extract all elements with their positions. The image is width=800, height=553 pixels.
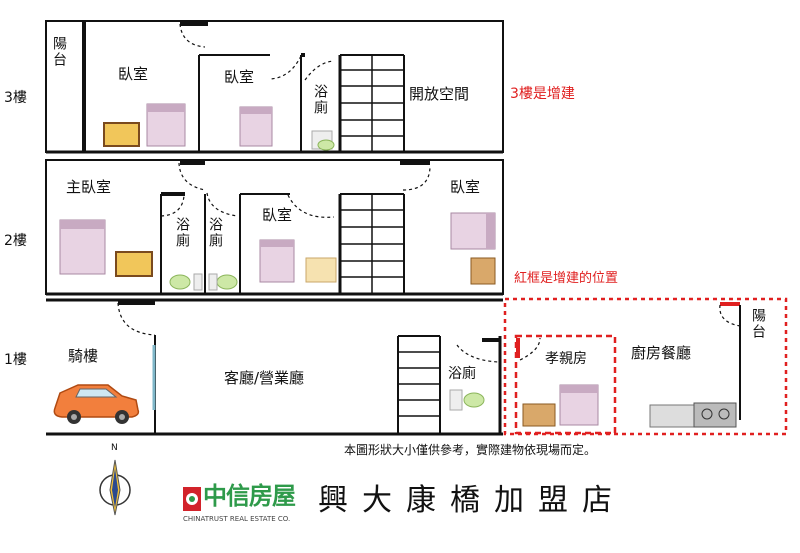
f3-added-note: 3樓是增建 <box>510 86 575 102</box>
f2-bedroom-mid-label: 臥室 <box>262 206 293 224</box>
f2-stairs <box>340 194 404 294</box>
f1-balcony-label: 陽台 <box>750 308 766 340</box>
brand-logo <box>183 487 201 511</box>
f2-bedroom-right-label: 臥室 <box>450 178 481 196</box>
f2-bath-a-label: 浴廁 <box>174 217 190 249</box>
f3-stairs <box>340 55 404 152</box>
f1-furniture <box>53 384 737 428</box>
f3-open-space-label: 開放空間 <box>409 85 470 103</box>
f1-stairs <box>398 351 440 417</box>
f2-bath-b-label: 浴廁 <box>207 217 223 249</box>
floor-2 <box>45 159 504 296</box>
compass-north-label: N <box>111 443 118 453</box>
floor-label-1: 1樓 <box>4 352 27 368</box>
red-frame-note: 紅框是增建的位置 <box>514 271 619 286</box>
f3-bedroom-left-label: 臥室 <box>118 65 149 83</box>
f1-bath-label: 浴廁 <box>448 366 476 382</box>
f1-parent-room-label: 孝親房 <box>545 351 587 367</box>
f1-arcade-label: 騎樓 <box>68 347 99 365</box>
red-addition-frame <box>503 297 788 436</box>
f3-bath-label: 浴廁 <box>312 84 328 116</box>
floor-label-2: 2樓 <box>4 233 27 249</box>
floor-1 <box>46 298 503 436</box>
compass-icon <box>99 459 131 516</box>
disclaimer-note: 本圖形狀大小僅供參考，實際建物依現場而定。 <box>344 443 597 457</box>
f1-living-label: 客廳/營業廳 <box>224 369 305 387</box>
f3-furniture <box>103 103 335 151</box>
f1-kitchen-label: 廚房餐廳 <box>631 344 692 362</box>
logo-text: 中信房屋 <box>203 482 296 510</box>
car-icon <box>53 384 140 424</box>
logo-subtext: CHINATRUST REAL ESTATE CO. <box>183 515 291 523</box>
store-name: 興大康橋加盟店 <box>318 483 626 518</box>
floor-3 <box>45 20 504 154</box>
f3-balcony-label: 陽台 <box>51 36 67 68</box>
floor-label-3: 3樓 <box>4 90 27 106</box>
f3-bedroom-mid-label: 臥室 <box>224 68 255 86</box>
f2-furniture <box>59 212 496 291</box>
f2-master-label: 主臥室 <box>66 178 112 196</box>
